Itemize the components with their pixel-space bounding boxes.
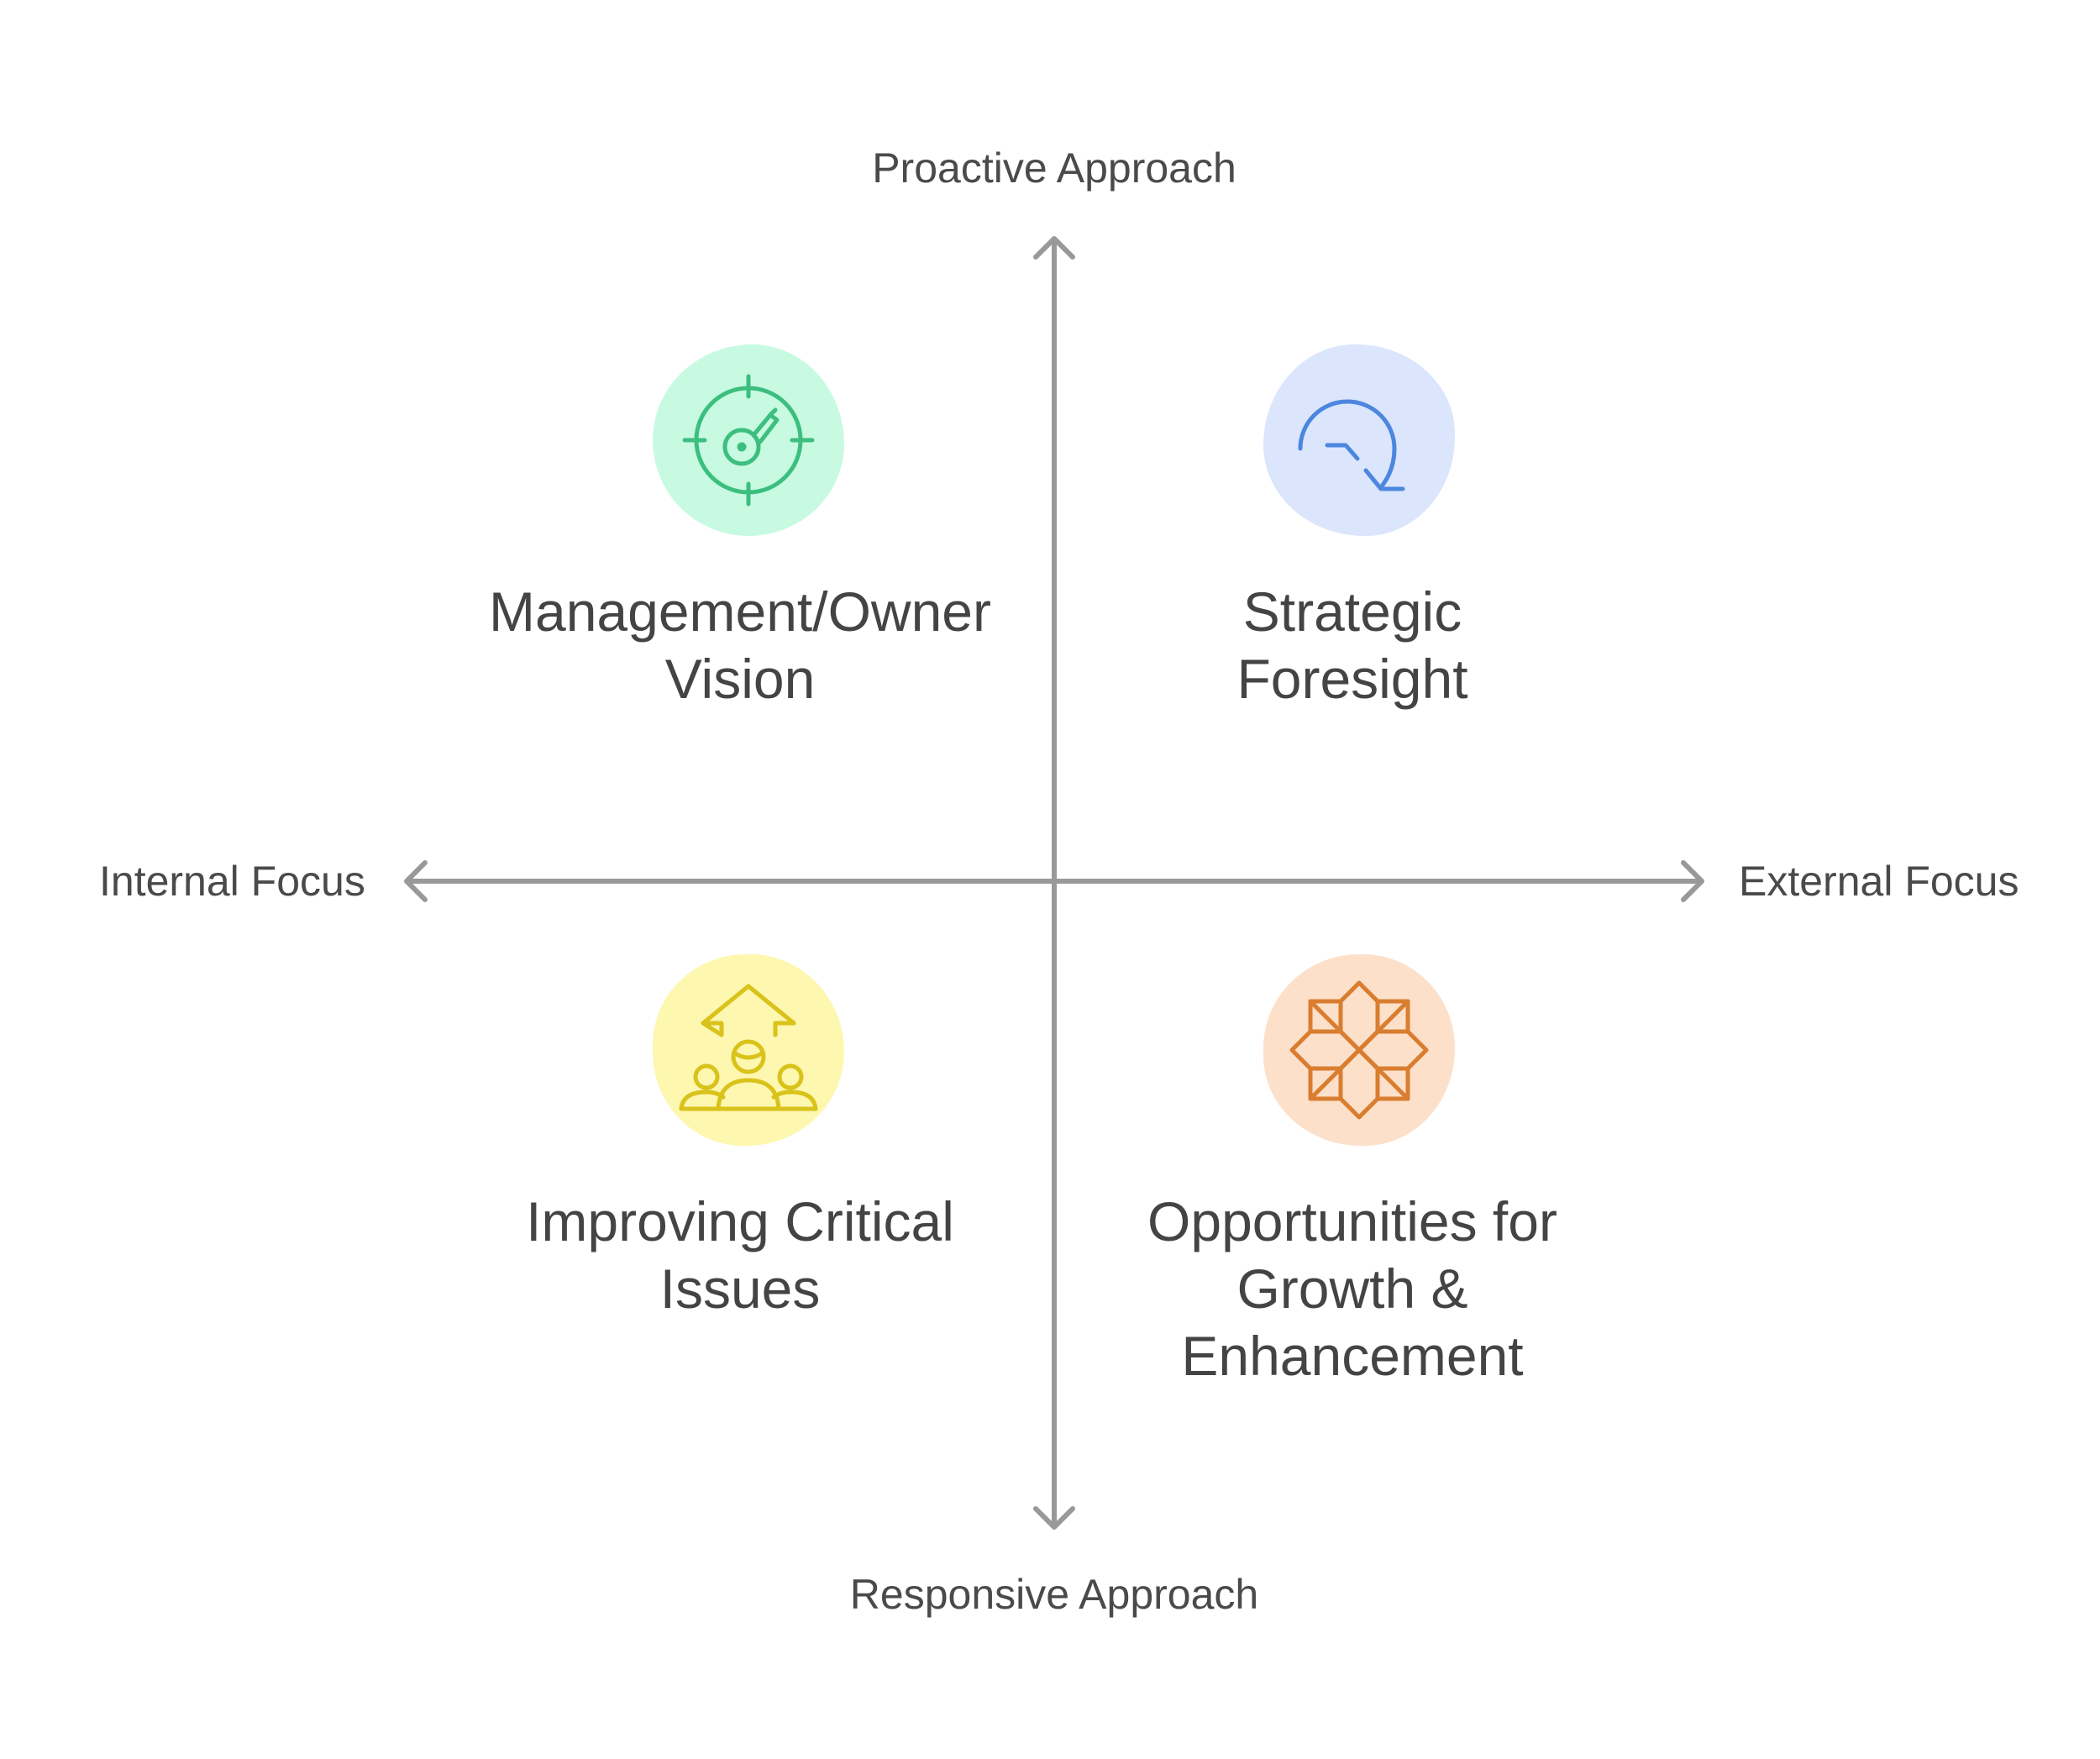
left-arrowhead: [404, 860, 428, 902]
quadrant-tr-title: Strategic Foresight: [1050, 578, 1655, 712]
team-growth-arrow-icon: [679, 984, 818, 1111]
axis-label-right: External Focus: [1739, 858, 2019, 905]
quadrant-bl-title-line: Improving Critical: [526, 1190, 954, 1252]
quadrant-br-title-line: Enhancement: [1181, 1325, 1524, 1387]
quadrant-tr-title-line: Foresight: [1236, 648, 1468, 710]
quadrant-tr-title-line: Strategic: [1242, 580, 1462, 643]
axis-label-left: Internal Focus: [99, 858, 365, 905]
up-arrowhead: [1033, 236, 1075, 260]
axis-label-bottom: Responsive Approach: [849, 1571, 1259, 1618]
quadrant-br-title-line: Growth &: [1236, 1258, 1468, 1320]
target-key-icon: [682, 374, 815, 507]
quadrant-bl-title: Improving Critical Issues: [438, 1188, 1042, 1322]
expansion-star-icon: [1289, 980, 1429, 1120]
right-arrowhead: [1681, 860, 1704, 902]
clockwise-arrow-icon: [1298, 399, 1405, 491]
down-arrowhead: [1033, 1506, 1075, 1530]
quadrant-br-title-line: Opportunities for: [1147, 1190, 1557, 1252]
quadrant-bl-title-line: Issues: [659, 1258, 821, 1320]
quadrant-tl-icon-badge: [653, 344, 844, 536]
quadrant-tr-icon-badge: [1263, 344, 1455, 536]
quadrant-tl-title-line: Vision: [664, 648, 816, 710]
quadrant-br-icon-badge: [1263, 954, 1455, 1146]
quadrant-tl-title-line: Management/Owner: [489, 580, 991, 643]
axis-label-top: Proactive Approach: [872, 144, 1236, 192]
quadrant-tl-title: Management/Owner Vision: [438, 578, 1042, 712]
quadrant-br-title: Opportunities for Growth & Enhancement: [1050, 1188, 1655, 1389]
quadrant-bl-icon-badge: [653, 954, 844, 1146]
